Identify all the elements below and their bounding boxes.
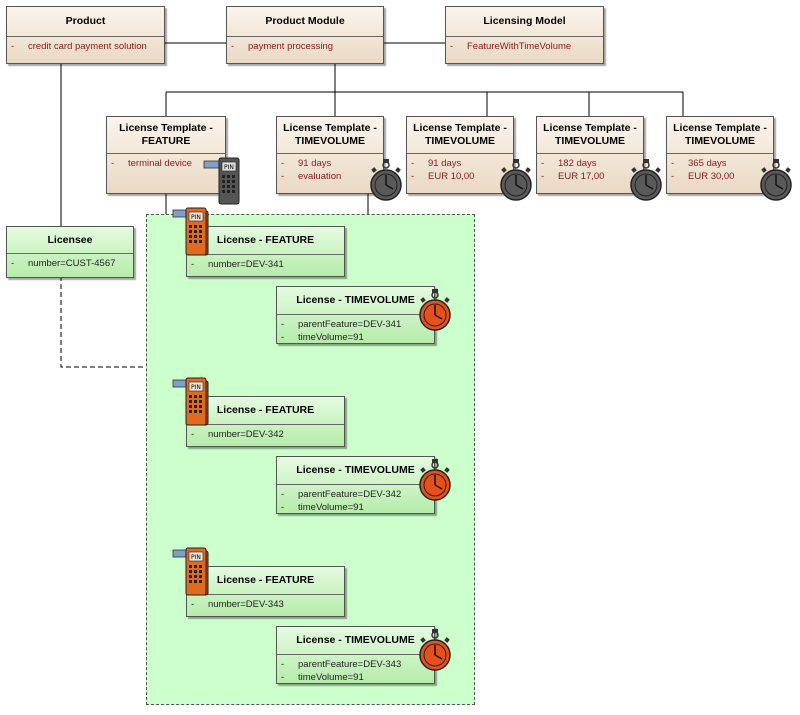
license-timevolume-box-2[interactable]: License - TIMEVOLUME -parentFeature=DEV-… bbox=[276, 456, 435, 514]
template-timevolume-box-3[interactable]: License Template -TIMEVOLUME -182 days -… bbox=[536, 116, 644, 194]
pin-terminal-icon: PIN bbox=[172, 547, 209, 596]
stopwatch-icon bbox=[760, 159, 792, 201]
license-feature-box-1[interactable]: License - FEATURE -number=DEV-341 bbox=[186, 226, 345, 277]
product-attr: credit card payment solution bbox=[28, 41, 147, 52]
template-timevolume-box-2[interactable]: License Template -TIMEVOLUME -91 days -E… bbox=[406, 116, 514, 194]
licensing-model-box[interactable]: Licensing Model -FeatureWithTimeVolume bbox=[445, 6, 604, 64]
license-timevolume-box-3[interactable]: License - TIMEVOLUME -parentFeature=DEV-… bbox=[276, 626, 435, 684]
license-timevolume-box-1[interactable]: License - TIMEVOLUME -parentFeature=DEV-… bbox=[276, 286, 435, 344]
stopwatch-icon bbox=[500, 159, 532, 201]
svg-text:PIN: PIN bbox=[191, 214, 201, 221]
pin-terminal-icon: PIN bbox=[203, 157, 240, 205]
product-title: Product bbox=[65, 15, 106, 27]
license-feature-box-2[interactable]: License - FEATURE -number=DEV-342 bbox=[186, 396, 345, 447]
svg-text:PIN: PIN bbox=[224, 164, 234, 171]
product-module-box[interactable]: Product Module -payment processing bbox=[226, 6, 384, 64]
pin-terminal-icon: PIN bbox=[172, 377, 209, 426]
stopwatch-icon bbox=[419, 459, 451, 501]
licensee-box[interactable]: Licensee -number=CUST-4567 bbox=[6, 226, 134, 278]
stopwatch-icon bbox=[370, 159, 402, 201]
product-box[interactable]: Product -credit card payment solution bbox=[6, 6, 165, 64]
template-timevolume-box-1[interactable]: License Template -TIMEVOLUME -91 days -e… bbox=[276, 116, 384, 194]
product-module-title: Product Module bbox=[265, 15, 345, 27]
svg-text:PIN: PIN bbox=[191, 554, 201, 561]
product-module-attr: payment processing bbox=[248, 41, 334, 52]
licensee-attr: number=CUST-4567 bbox=[28, 258, 116, 269]
template-feature-box[interactable]: License Template -FEATURE -terminal devi… bbox=[106, 116, 226, 194]
stopwatch-icon bbox=[419, 629, 451, 671]
licensing-model-title: Licensing Model bbox=[483, 15, 566, 27]
svg-text:PIN: PIN bbox=[191, 384, 201, 391]
licensing-model-attr: FeatureWithTimeVolume bbox=[467, 41, 572, 52]
template-timevolume-box-4[interactable]: License Template -TIMEVOLUME -365 days -… bbox=[666, 116, 774, 194]
pin-terminal-icon: PIN bbox=[172, 207, 209, 256]
license-feature-box-3[interactable]: License - FEATURE -number=DEV-343 bbox=[186, 566, 345, 617]
licensee-title: Licensee bbox=[47, 233, 93, 246]
connector-licensee-licenses bbox=[60, 252, 186, 368]
stopwatch-icon bbox=[630, 159, 662, 201]
stopwatch-icon bbox=[419, 289, 451, 331]
